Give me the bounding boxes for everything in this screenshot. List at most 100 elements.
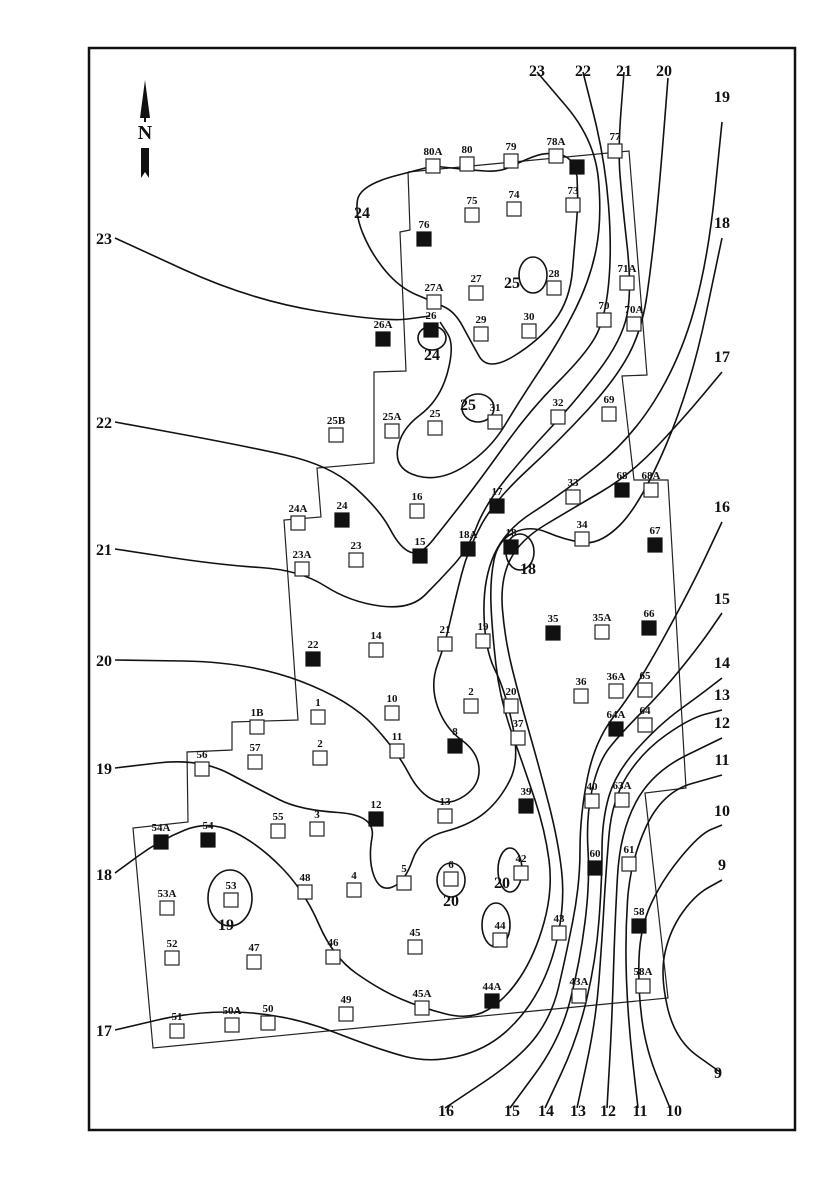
well-marker: 58A — [634, 966, 653, 994]
filled-well-icon — [545, 625, 561, 641]
contour-line — [638, 824, 723, 1109]
open-well-icon — [338, 1006, 354, 1022]
open-well-icon — [396, 875, 412, 891]
open-well-icon — [309, 821, 325, 837]
well-label: 35 — [548, 613, 560, 625]
filled-well-icon — [460, 541, 476, 557]
well-label: 52 — [167, 938, 179, 950]
well-marker: 4 — [346, 870, 362, 898]
well-marker: 23A — [293, 549, 312, 577]
well-marker: 69 — [601, 394, 617, 422]
contour-value-label: 9 — [714, 1065, 722, 1082]
open-well-icon — [297, 884, 313, 900]
well-label: 73 — [568, 185, 580, 197]
well-label: 36A — [607, 671, 626, 683]
open-well-icon — [596, 312, 612, 328]
open-well-icon — [643, 482, 659, 498]
well-marker: 42 — [513, 853, 529, 881]
filled-well-icon — [334, 512, 350, 528]
well-marker: 77 — [607, 131, 623, 159]
well-marker: 58 — [631, 906, 647, 934]
contour-line — [114, 237, 723, 1018]
contour-loop — [436, 862, 466, 898]
well-marker: 71A — [618, 263, 637, 291]
filled-well-icon — [447, 738, 463, 754]
well-marker: 49 — [338, 994, 354, 1022]
well-label: 53A — [158, 888, 177, 900]
well-marker: 68 — [614, 470, 630, 498]
contour-value-label: 13 — [714, 687, 730, 704]
filled-well-icon — [587, 860, 603, 876]
well-label: 80 — [462, 144, 474, 156]
open-well-icon — [510, 730, 526, 746]
well-label: 20 — [506, 686, 518, 698]
filled-well-icon — [368, 811, 384, 827]
well-label: 43 — [554, 913, 566, 925]
open-well-icon — [346, 882, 362, 898]
well-label: 3 — [314, 809, 320, 821]
open-well-icon — [565, 489, 581, 505]
well-label: 77 — [610, 131, 622, 143]
open-well-icon — [475, 633, 491, 649]
well-label: 32 — [553, 397, 565, 409]
open-well-icon — [503, 698, 519, 714]
open-well-icon — [637, 717, 653, 733]
contour-value-label: 22 — [575, 63, 591, 80]
filled-well-icon — [412, 548, 428, 564]
open-well-icon — [348, 552, 364, 568]
open-well-icon — [637, 682, 653, 698]
contour-loop — [461, 393, 495, 423]
well-marker: 1B — [249, 707, 265, 735]
contour-line — [114, 77, 669, 804]
open-well-icon — [551, 925, 567, 941]
open-well-icon — [437, 808, 453, 824]
contour-value-label: 18 — [714, 215, 730, 232]
well-marker: 54A — [152, 822, 171, 850]
filled-well-icon — [631, 918, 647, 934]
open-well-icon — [468, 285, 484, 301]
open-well-icon — [325, 949, 341, 965]
well-label: 55 — [273, 811, 285, 823]
well-label: 64 — [640, 705, 652, 717]
well-marker: 43A — [570, 976, 589, 1004]
well-marker: 60 — [587, 848, 603, 876]
filled-well-icon — [200, 832, 216, 848]
well-marker: 45A — [413, 988, 432, 1016]
well-marker: 53 — [223, 880, 239, 908]
well-label: 79 — [506, 141, 518, 153]
well-label: 28 — [549, 268, 561, 280]
well-label: 40 — [587, 781, 599, 793]
well-marker: 6 — [443, 859, 459, 887]
well-label: 60 — [590, 848, 602, 860]
site-boundary — [132, 150, 687, 1049]
well-label: 58 — [634, 906, 646, 918]
filled-well-icon — [375, 331, 391, 347]
well-marker: 74 — [506, 189, 522, 217]
open-well-icon — [368, 642, 384, 658]
well-marker: 64 — [637, 705, 653, 733]
open-well-icon — [247, 754, 263, 770]
well-label: 26A — [374, 319, 393, 331]
contour-value-label: 23 — [96, 231, 112, 248]
well-marker: 5 — [396, 863, 412, 891]
filled-well-icon — [647, 537, 663, 553]
open-well-icon — [546, 280, 562, 296]
open-well-icon — [521, 323, 537, 339]
well-marker: 25A — [383, 411, 402, 439]
well-label: 51 — [172, 1011, 183, 1023]
contour-value-label: 13 — [570, 1103, 586, 1120]
well-label: 18 — [506, 527, 518, 539]
open-well-icon — [463, 698, 479, 714]
well-marker: 33 — [565, 477, 581, 505]
well-marker: 63A — [613, 780, 632, 808]
contour-value-label: 17 — [714, 349, 730, 366]
well-label: 70A — [625, 304, 644, 316]
open-well-icon — [621, 856, 637, 872]
contour-value-label: 24 — [354, 205, 370, 222]
filled-well-icon — [305, 651, 321, 667]
open-well-icon — [425, 158, 441, 174]
well-label: 26 — [426, 310, 438, 322]
well-label: 24 — [337, 500, 349, 512]
